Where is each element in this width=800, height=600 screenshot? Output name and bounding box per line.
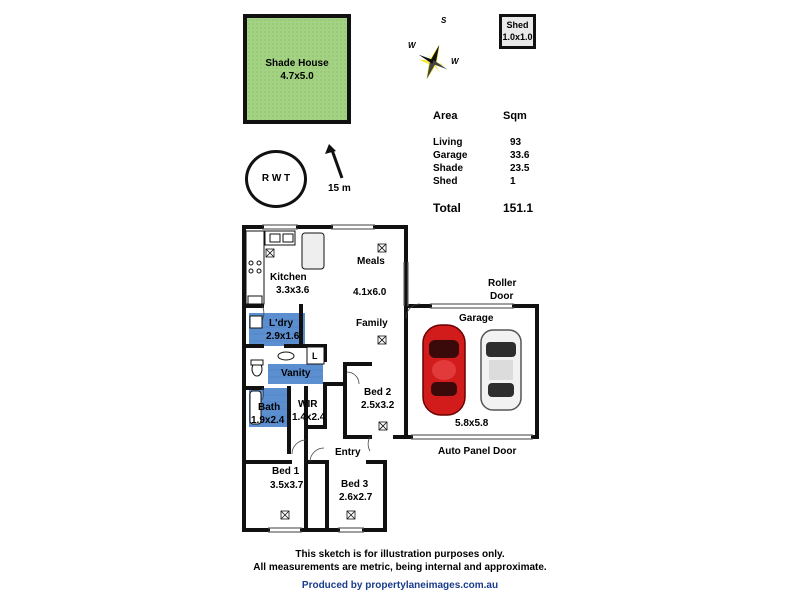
compass-west: W [408,41,416,50]
auto-panel-door-label: Auto Panel Door [438,446,517,457]
bed2-label: Bed 2 [364,387,392,398]
kitchen-label: Kitchen [270,272,307,283]
meals-family-size: 4.1x6.0 [353,287,387,298]
wir-size: 1.4x2.4 [292,412,326,423]
sqm-header: Sqm [503,110,527,122]
area-row-label: Shade [433,163,464,174]
shed-size: 1.0x1.0 [502,32,533,42]
shed [499,14,536,49]
linen-label: L [312,351,318,361]
area-row-value: 93 [510,137,522,148]
roller-door-label: Roller [488,278,517,289]
scale-label: 15 m [328,183,351,194]
rwt-label: R W T [261,173,291,184]
bath-label: Bath [258,402,281,413]
credit-line: Produced by propertylaneimages.com.au [301,580,499,591]
family-label: Family [356,318,388,329]
vanity-label: Vanity [281,368,311,379]
shed-label: Shed [506,20,529,30]
garage-size: 5.8x5.8 [455,418,489,429]
total-label: Total [433,201,461,215]
area-header: Area [433,110,458,122]
area-row-label: Living [433,137,463,148]
compass-west-2: W [451,57,459,66]
vanity-floor [268,364,323,384]
area-row-value: 23.5 [510,163,530,174]
laundry-size: 2.9x1.6 [266,331,300,342]
disclaimer-line-2: All measurements are metric, being inter… [253,562,547,573]
bed3-size: 2.6x2.7 [339,492,373,503]
garage-label: Garage [459,313,494,324]
wir-label: WIR [298,399,318,410]
scale-arrow-icon [325,144,344,179]
laundry-label: L'dry [269,318,294,329]
bed1-label: Bed 1 [272,466,300,477]
meals-label: Meals [357,256,385,267]
total-value: 151.1 [503,201,534,215]
shade-house [243,14,351,124]
roller-door-label-2: Door [490,291,514,302]
bath-size: 1.9x2.4 [251,415,285,426]
entry-label: Entry [335,447,361,458]
area-row-label: Shed [433,176,458,187]
compass-icon [415,43,451,81]
kitchen-size: 3.3x3.6 [276,285,310,296]
bed1-size: 3.5x3.7 [270,480,304,491]
white-car-icon [480,329,522,411]
compass-south: S [441,16,447,25]
bed2-size: 2.5x3.2 [361,400,395,411]
area-row-value: 33.6 [510,150,530,161]
rainwater-tank [245,150,307,208]
bed3-label: Bed 3 [341,479,369,490]
disclaimer-line-1: This sketch is for illustration purposes… [295,549,505,560]
area-row-value: 1 [510,176,516,187]
shade-house-label: Shade House [265,58,329,69]
shade-house-size: 4.7x5.0 [280,71,314,82]
area-row-label: Garage [433,150,468,161]
red-car-icon [422,324,466,416]
